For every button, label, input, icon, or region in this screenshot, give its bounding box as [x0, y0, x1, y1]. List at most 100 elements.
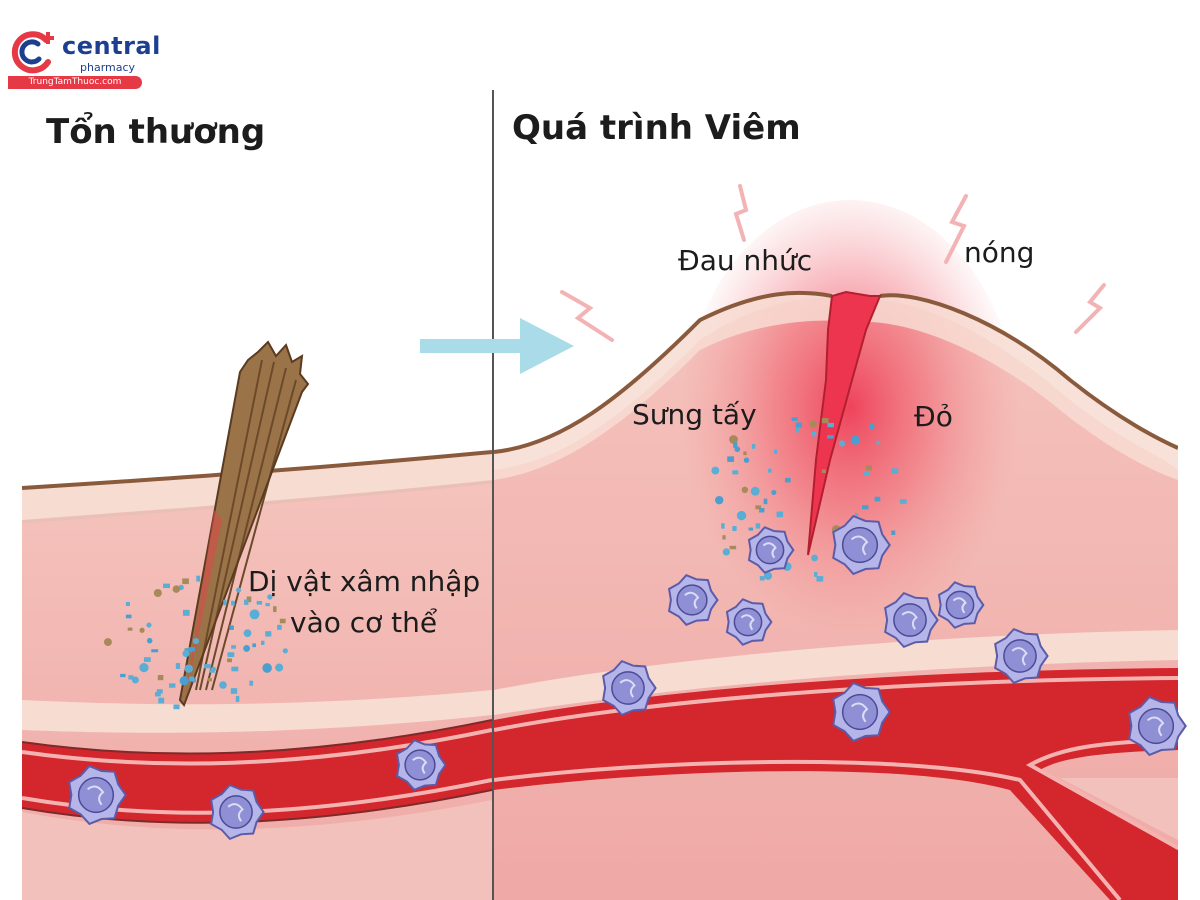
debris-particle: [759, 576, 765, 581]
debris-particle: [850, 435, 861, 445]
white-blood-cell: [210, 783, 265, 841]
debris-particle: [125, 614, 132, 619]
debris-particle: [732, 470, 739, 475]
debris-particle: [184, 648, 192, 653]
debris-particle: [891, 468, 899, 474]
debris-particle: [210, 666, 216, 672]
debris-particle: [243, 629, 252, 638]
debris-particle: [252, 643, 257, 648]
debris-particle: [741, 486, 749, 494]
debris-particle: [811, 554, 819, 562]
debris-particle: [146, 622, 152, 628]
redness-label: Đỏ: [914, 400, 953, 433]
debris-particle: [821, 469, 827, 473]
debris-particle: [125, 601, 130, 607]
debris-particle: [771, 489, 777, 496]
debris-particle: [229, 625, 234, 630]
debris-particle: [188, 647, 195, 652]
debris-particle: [184, 664, 193, 673]
transition-arrow: [420, 318, 574, 374]
foreign-body-label-line1: Dị vật xâm nhập: [248, 565, 481, 598]
debris-particle: [827, 422, 834, 428]
debris-particle: [748, 527, 754, 531]
debris-particle: [763, 571, 773, 581]
debris-particle: [755, 523, 761, 529]
debris-particle: [821, 418, 829, 424]
debris-particle: [231, 645, 236, 649]
debris-particle: [103, 638, 112, 647]
pain-label: Đau nhức: [678, 244, 813, 277]
white-blood-cell: [395, 739, 447, 791]
debris-particle: [763, 498, 768, 505]
debris-particle: [157, 674, 164, 681]
debris-particle: [230, 688, 238, 694]
debris-particle: [179, 676, 189, 686]
debris-particle: [791, 417, 798, 421]
debris-particle: [128, 675, 134, 680]
debris-particle: [235, 695, 240, 702]
debris-particle: [231, 600, 235, 606]
debris-particle: [196, 575, 201, 582]
white-blood-cell: [994, 627, 1049, 685]
debris-particle: [172, 585, 181, 593]
subcutis-left: [22, 690, 492, 733]
debris-particle: [189, 676, 195, 682]
debris-particle: [143, 657, 151, 662]
debris-particle: [249, 680, 254, 686]
debris-particle: [838, 440, 846, 447]
debris-particle: [146, 637, 153, 644]
debris-particle: [139, 627, 145, 633]
debris-particle: [750, 486, 760, 496]
debris-particle: [246, 596, 252, 603]
debris-particle: [262, 663, 272, 673]
debris-particle: [207, 678, 212, 682]
white-blood-cell: [725, 598, 773, 646]
debris-particle: [722, 548, 731, 556]
debris-particle: [865, 465, 872, 471]
foreign-body-label-line2: vào cơ thể: [290, 606, 438, 639]
white-blood-cell: [1128, 695, 1187, 757]
debris-particle: [874, 496, 881, 502]
right-heading: Quá trình Viêm: [512, 108, 801, 148]
debris-particle: [175, 663, 181, 669]
blood-vessel-right: [494, 668, 1178, 900]
debris-particle: [795, 422, 803, 428]
skin-surface-right: [494, 290, 1178, 454]
wound: [808, 292, 880, 555]
debris-particle: [899, 499, 907, 504]
white-blood-cell: [832, 514, 891, 576]
logo-sub-text: pharmacy: [80, 61, 136, 74]
debris-particle: [736, 510, 747, 521]
debris-particle: [261, 640, 265, 646]
debris-particle: [244, 599, 249, 605]
left-heading: Tổn thương: [46, 112, 266, 152]
white-blood-cell: [68, 764, 127, 826]
debris-particle: [163, 583, 170, 589]
white-blood-cell: [747, 526, 795, 574]
debris-particle: [231, 666, 239, 672]
debris-particle: [267, 594, 273, 600]
debris-particle: [173, 704, 180, 710]
debris-particle: [732, 526, 737, 532]
debris-particle: [155, 692, 161, 697]
debris-particle: [827, 435, 834, 439]
debris-particle: [182, 578, 189, 585]
debris-particle: [192, 638, 200, 645]
white-blood-cells: [68, 514, 1187, 841]
central-pharmacy-logo: central pharmacy TrungTamThuoc.com: [8, 28, 160, 90]
debris-particle: [256, 600, 263, 605]
debris-particle: [743, 457, 750, 463]
debris-particles-left: [103, 575, 288, 710]
debris-particle: [863, 471, 870, 476]
white-blood-cell: [667, 574, 719, 626]
debris-particle: [273, 606, 277, 613]
pharmacy-cross-icon: [11, 31, 54, 74]
debris-particle: [854, 512, 859, 518]
debris-particle: [721, 523, 725, 529]
debris-particle: [768, 468, 772, 473]
debris-particle: [773, 449, 778, 454]
debris-particle: [814, 572, 818, 577]
debris-particle: [265, 631, 272, 637]
